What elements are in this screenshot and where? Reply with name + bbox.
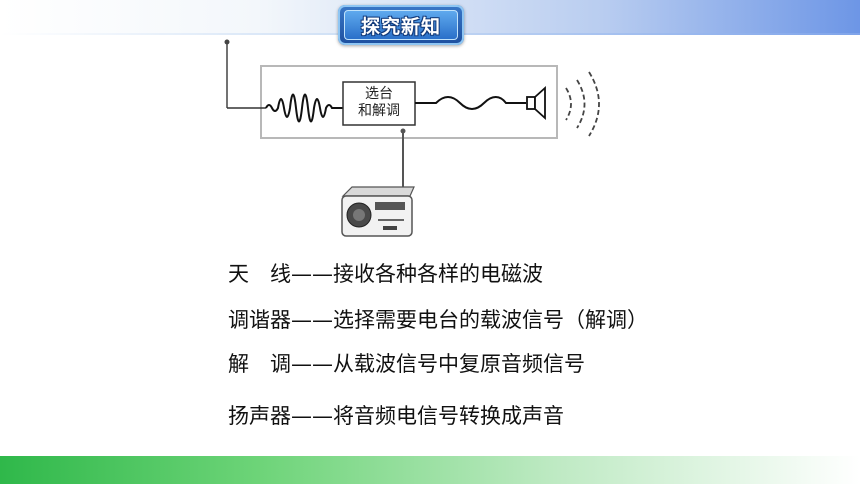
definition-desc: ——接收各种各样的电磁波 [291, 262, 543, 286]
definition-speaker: 扬声器——将音频电信号转换成声音 [228, 400, 564, 430]
definition-antenna: 天 线——接收各种各样的电磁波 [228, 258, 543, 288]
definition-term: 扬声器 [228, 404, 291, 428]
speaker-icon [526, 85, 546, 121]
tuner-label: 选台 和解调 [343, 86, 415, 120]
tuner-label-line2: 和解调 [358, 103, 400, 119]
definition-tuner: 调谐器——选择需要电台的载波信号（解调） [228, 304, 648, 334]
definition-demodulation: 解 调——从载波信号中复原音频信号 [228, 348, 585, 378]
definition-desc: ——从载波信号中复原音频信号 [291, 352, 585, 376]
antenna-icon [224, 39, 266, 109]
section-title-badge: 探究新知 [338, 5, 464, 45]
tuner-label-line1: 选台 [365, 86, 393, 102]
audio-wave-icon [415, 96, 526, 110]
section-title-frame: 探究新知 [344, 10, 458, 40]
sound-waves-icon [565, 71, 600, 137]
receiver-frame [260, 65, 558, 139]
section-title: 探究新知 [360, 15, 441, 38]
definition-term: 调谐器 [228, 308, 291, 332]
definition-term: 天 线 [228, 262, 291, 286]
radio-icon [341, 128, 415, 237]
definition-desc: ——选择需要电台的载波信号（解调） [291, 308, 648, 332]
definition-desc: ——将音频电信号转换成声音 [291, 404, 564, 428]
modulated-wave-icon [265, 93, 343, 123]
footer-bar [0, 456, 860, 484]
definition-term: 解 调 [228, 352, 291, 376]
